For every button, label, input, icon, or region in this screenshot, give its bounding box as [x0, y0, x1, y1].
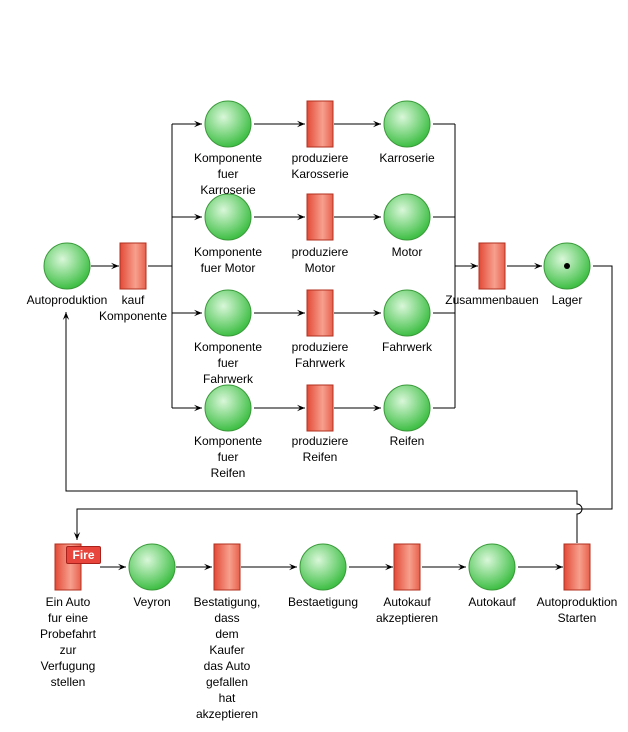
place-motor[interactable]: [383, 193, 431, 241]
place-km[interactable]: [204, 193, 252, 241]
token-dot: [564, 263, 570, 269]
place-autokauf[interactable]: [468, 543, 516, 591]
transition-pk[interactable]: [306, 100, 334, 148]
transition-kauf[interactable]: [119, 242, 147, 290]
transition-start[interactable]: [563, 543, 591, 591]
place-best[interactable]: [299, 543, 347, 591]
transition-akzept[interactable]: [393, 543, 421, 591]
place-reifen[interactable]: [383, 384, 431, 432]
place-karr[interactable]: [383, 100, 431, 148]
arc-lager-probefahrt: [73, 265, 613, 540]
transition-zus[interactable]: [478, 242, 506, 290]
place-fahr[interactable]: [383, 289, 431, 337]
place-kk[interactable]: [204, 100, 252, 148]
place-kf[interactable]: [204, 289, 252, 337]
place-auto[interactable]: [43, 242, 91, 290]
transition-pf[interactable]: [306, 289, 334, 337]
transition-bestat[interactable]: [213, 543, 241, 591]
place-kr[interactable]: [204, 384, 252, 432]
arc-start-autoproduktion: [62, 312, 583, 543]
place-veyron[interactable]: [128, 543, 176, 591]
fire-button[interactable]: Fire: [66, 546, 101, 564]
arc-parts-merge: [433, 123, 456, 409]
transition-pr[interactable]: [306, 384, 334, 432]
transition-pm[interactable]: [306, 193, 334, 241]
